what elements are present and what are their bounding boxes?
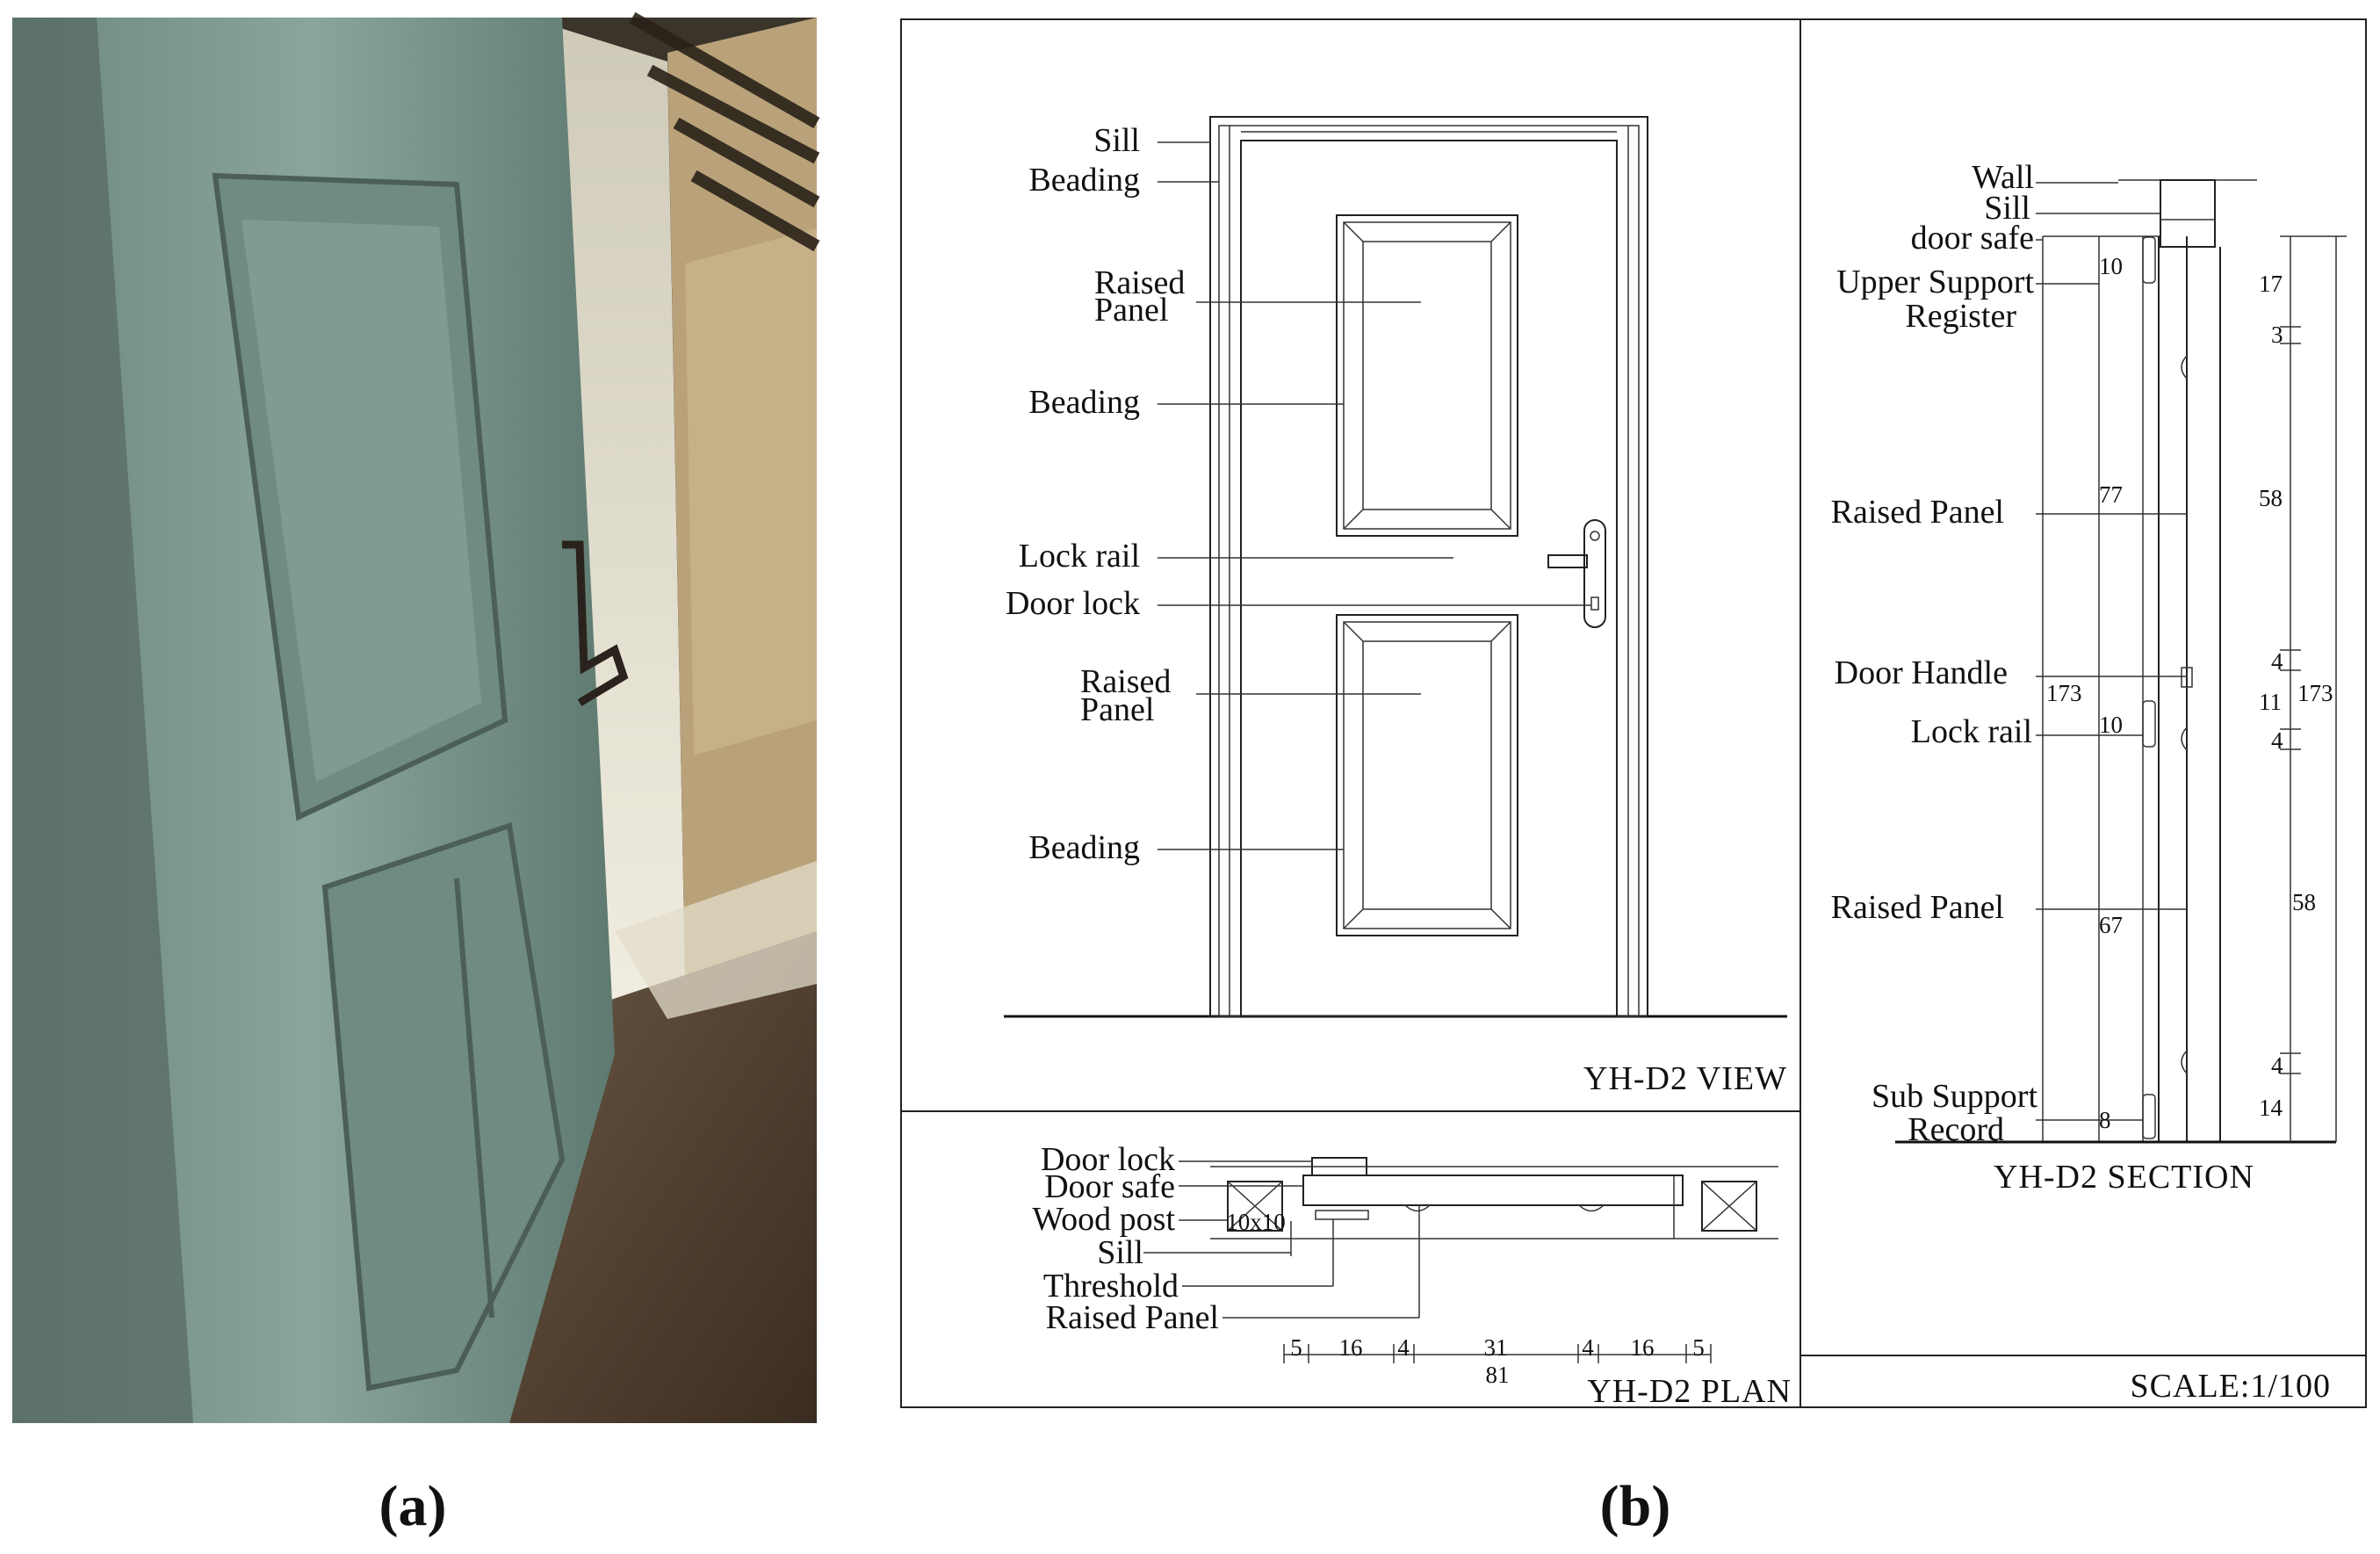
label-raised-panel-upper-line1: Raised [1094,264,1185,301]
label-raised-panel-lower-line1: Raised [1080,663,1171,700]
section-drawing: Wall Sill door safe Upper Support Regist… [1831,159,2347,1405]
label-sill: Sill [1093,122,1140,159]
section-title: YH-D2 SECTION [1994,1159,2254,1196]
section-label-lock-rail: Lock rail [1911,713,2032,750]
section-right-dimension [2280,235,2347,1142]
door-leaf [12,18,629,1423]
plan-dim-1: 5 [1290,1334,1302,1361]
section-left-dim-6: 8 [2099,1107,2111,1133]
scale-label: SCALE:1/100 [2131,1368,2331,1405]
section-right-dim-3: 58 [2259,485,2283,511]
label-lock-rail: Lock rail [1019,538,1140,575]
section-right-dim-9: 4 [2271,1052,2283,1079]
plan-label-door-lock: Door lock [1041,1141,1175,1178]
label-raised-panel-lower-line2: Panel [1080,691,1154,728]
plan-dim-4: 31 [1484,1334,1508,1361]
label-beading-upper: Beading [1028,384,1140,421]
lower-raised-panel [1336,614,1518,936]
section-right-dim-8: 58 [2292,889,2316,915]
section-right-dim-7: 4 [2271,727,2283,754]
label-raised-panel-upper-line2: Panel [1094,292,1168,329]
section-label-door-safe: door safe [1911,220,2034,257]
section-right-dim-2: 3 [2271,322,2283,348]
section-right-dim-5: 11 [2259,689,2282,715]
door-photo [12,11,820,1423]
section-right-dim-6: 173 [2297,680,2333,706]
door-lock-handle [1547,519,1606,628]
section-label-sill: Sill [1984,190,2030,227]
label-beading-lower: Beading [1028,829,1140,866]
wood-post-right [1701,1181,1757,1232]
section-left-dim-4: 10 [2099,712,2123,738]
section-label-upper-support-line2: Register [1905,298,2016,335]
plan-label-wood-post: Wood post [1032,1201,1175,1238]
section-label-sub-support-line2: Record [1908,1111,2004,1148]
door-drawing-sheet [900,18,2367,1408]
label-beading-top: Beading [1028,162,1140,199]
caption-b: (b) [1600,1474,1671,1538]
plan-label-threshold: Threshold [1043,1268,1179,1305]
section-right-dim-4: 4 [2271,648,2283,675]
section-right-dim-10: 14 [2259,1095,2283,1121]
plan-label-raised-panel: Raised Panel [1046,1299,1219,1336]
section-label-wall: Wall [1972,159,2034,196]
plan-label-door-safe: Door safe [1044,1168,1175,1205]
section-label-upper-support-line1: Upper Support [1836,264,2034,300]
plan-post-size: 10x10 [1226,1209,1286,1235]
door-lock-plan [1311,1157,1367,1176]
plan-dim-total: 81 [1486,1362,1510,1388]
wood-post-left [1227,1181,1283,1232]
section-label-sub-support-line1: Sub Support [1872,1078,2037,1115]
plan-dim-5: 4 [1582,1334,1594,1361]
section-label-door-handle: Door Handle [1835,654,2008,691]
section-label-raised-panel-upper: Raised Panel [1831,494,2004,531]
view-title: YH-D2 VIEW [1583,1060,1787,1097]
door-leaf-plan [1302,1175,1684,1206]
plan-title: YH-D2 PLAN [1587,1373,1792,1410]
plan-dim-3: 4 [1397,1334,1410,1361]
plan-dim-7: 5 [1692,1334,1705,1361]
section-left-dim-5: 67 [2099,912,2123,938]
section-left-dim-2: 77 [2099,481,2123,508]
plan-label-sill: Sill [1097,1234,1143,1271]
plan-dim-6: 16 [1631,1334,1655,1361]
section-left-dim-3: 173 [2046,680,2082,706]
door-leaf-outline [1240,140,1618,1017]
section-right-dim-1: 17 [2259,271,2283,297]
front-view-drawing: Sill Beading Raised Panel Beading Lock r… [1004,116,1787,1097]
plan-dim-2: 16 [1339,1334,1363,1361]
section-left-dim-1: 10 [2099,253,2123,279]
upper-raised-panel [1336,214,1518,537]
plan-dimension-chain [1283,1344,1712,1363]
plan-drawing: Door lock Door safe Wood post Sill Thres… [1032,1141,1792,1410]
caption-a: (a) [379,1474,447,1538]
label-door-lock: Door lock [1006,585,1140,622]
section-label-raised-panel-lower: Raised Panel [1831,889,2004,926]
